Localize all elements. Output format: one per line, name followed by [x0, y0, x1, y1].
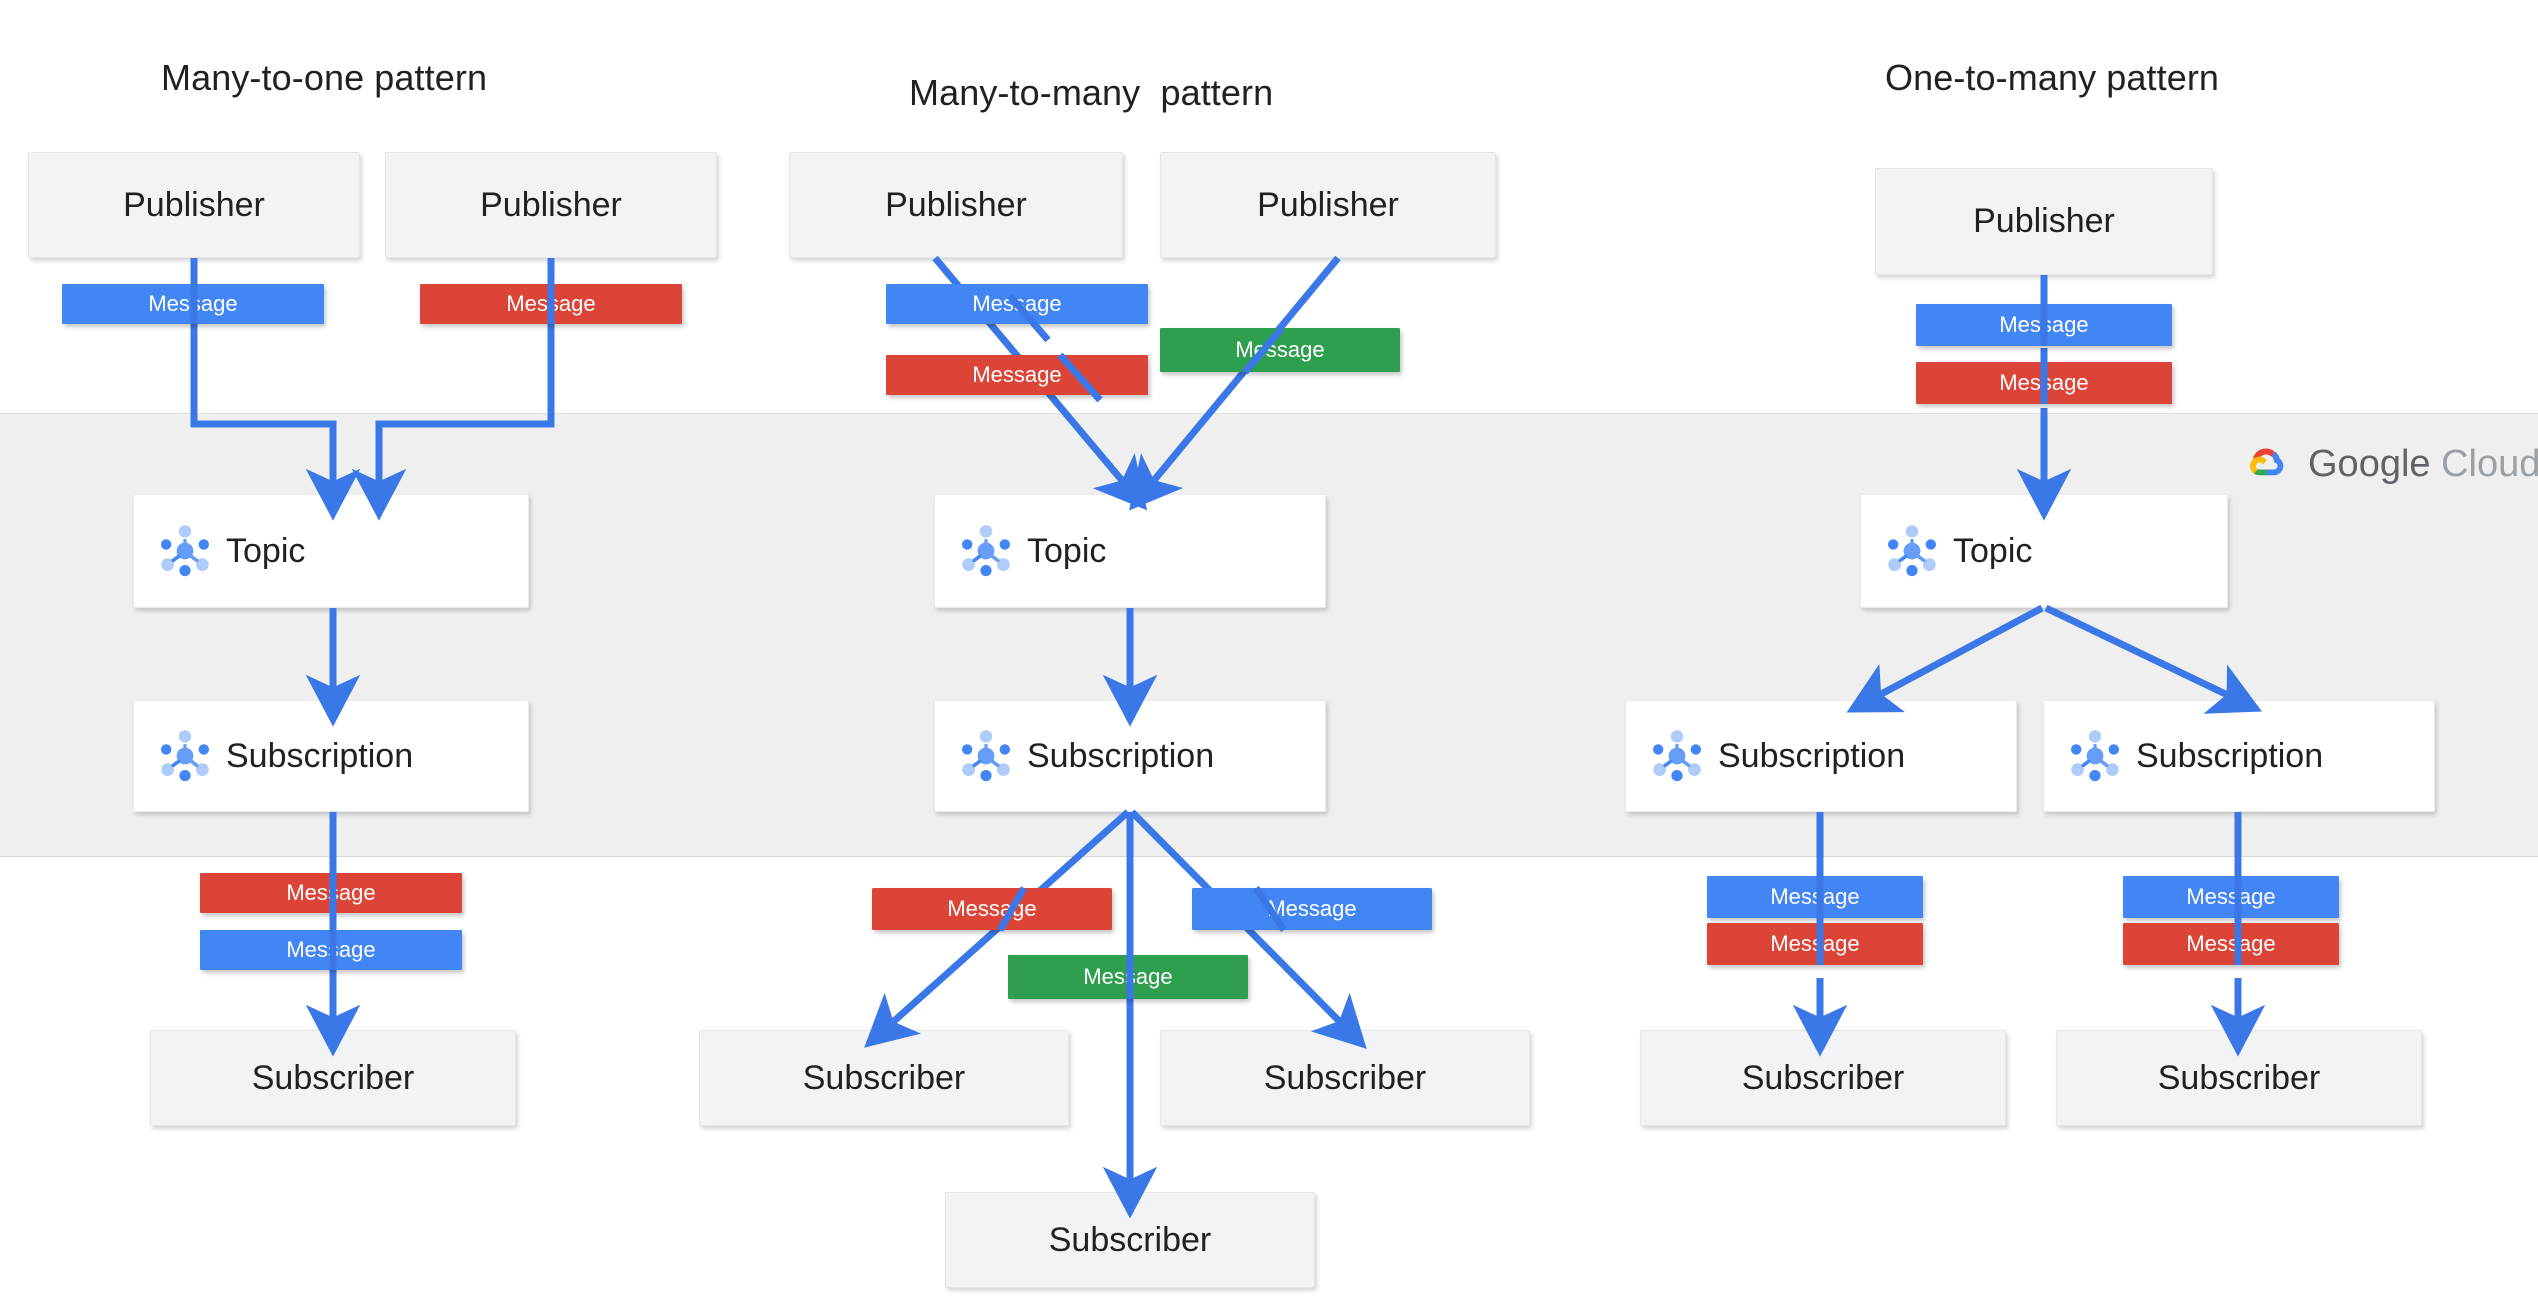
message-label: Message: [947, 896, 1037, 921]
subscriber-node[interactable]: Subscriber: [1640, 1030, 2006, 1126]
message-chip: Message: [1707, 923, 1923, 965]
node-label: Publisher: [1257, 185, 1399, 224]
node-label: Subscription: [226, 736, 414, 775]
message-chip: Message: [872, 888, 1112, 930]
pubsub-icon: [1888, 525, 1936, 577]
publisher-node[interactable]: Publisher: [385, 152, 717, 258]
message-label: Message: [972, 362, 1062, 387]
node-label: Topic: [226, 531, 306, 570]
column-title-many-to-many: Many-to-many pattern: [909, 72, 1274, 113]
message-label: Message: [972, 291, 1062, 316]
message-chip: Message: [1707, 876, 1923, 918]
message-label: Message: [2186, 931, 2276, 956]
topic-node[interactable]: Topic: [133, 494, 529, 608]
brand-google: Google: [2308, 442, 2431, 485]
message-label: Message: [1999, 312, 2089, 337]
message-label: Message: [1083, 964, 1173, 989]
message-label: Message: [1999, 370, 2089, 395]
node-label: Subscriber: [2157, 1058, 2321, 1097]
message-chip: Message: [1008, 955, 1248, 999]
message-label: Message: [286, 937, 376, 962]
google-cloud-wordmark: Google Cloud: [2308, 443, 2538, 486]
node-label: Subscriber: [1741, 1058, 1905, 1097]
google-cloud-brand-lockup: Google Cloud: [2238, 442, 2538, 486]
message-chip: Message: [200, 930, 462, 970]
topic-node[interactable]: Topic: [934, 494, 1326, 608]
pubsub-icon: [962, 525, 1010, 577]
publisher-node[interactable]: Publisher: [789, 152, 1123, 258]
message-chip: Message: [886, 284, 1148, 324]
message-label: Message: [1770, 931, 1860, 956]
message-chip: Message: [1916, 362, 2172, 404]
node-label: Subscription: [1027, 736, 1215, 775]
message-label: Message: [1235, 337, 1325, 362]
brand-cloud: Cloud: [2430, 442, 2538, 485]
pubsub-icon: [962, 730, 1010, 782]
pubsub-icon: [161, 730, 209, 782]
message-label: Message: [506, 291, 596, 316]
node-label: Publisher: [123, 185, 265, 224]
message-chip: Message: [420, 284, 682, 324]
node-label: Publisher: [1973, 202, 2115, 240]
message-label: Message: [1267, 896, 1357, 921]
subscriber-node[interactable]: Subscriber: [2056, 1030, 2422, 1126]
message-label: Message: [148, 291, 238, 316]
publisher-node[interactable]: Publisher: [1875, 168, 2213, 275]
message-chip: Message: [200, 873, 462, 913]
node-label: Topic: [1027, 531, 1107, 570]
topic-node[interactable]: Topic: [1860, 494, 2228, 608]
node-label: Publisher: [885, 185, 1027, 224]
node-label: Publisher: [480, 185, 622, 224]
subscription-node[interactable]: Subscription: [133, 700, 529, 812]
message-label: Message: [2186, 884, 2276, 909]
publisher-node[interactable]: Publisher: [28, 152, 360, 258]
node-label: Subscriber: [1263, 1058, 1427, 1097]
node-label: Subscription: [2136, 736, 2324, 775]
node-label: Topic: [1953, 531, 2033, 570]
message-chip: Message: [1192, 888, 1432, 930]
node-label: Subscriber: [802, 1058, 966, 1097]
subscriber-node[interactable]: Subscriber: [699, 1030, 1069, 1126]
message-chip: Message: [2123, 876, 2339, 918]
column-title-one-to-many: One-to-many pattern: [1885, 57, 2220, 98]
google-cloud-logo-icon: [2250, 448, 2284, 476]
subscriber-node[interactable]: Subscriber: [1160, 1030, 1530, 1126]
message-chip: Message: [1916, 304, 2172, 346]
message-chip: Message: [1160, 328, 1400, 372]
message-label: Message: [1770, 884, 1860, 909]
subscription-node[interactable]: Subscription: [1625, 700, 2017, 812]
subscription-node[interactable]: Subscription: [934, 700, 1326, 812]
node-label: Subscriber: [1048, 1220, 1212, 1259]
node-label: Subscription: [1718, 736, 1906, 775]
publisher-node[interactable]: Publisher: [1160, 152, 1496, 258]
subscriber-node[interactable]: Subscriber: [150, 1030, 516, 1126]
message-chip: Message: [62, 284, 324, 324]
node-label: Subscriber: [251, 1058, 415, 1097]
pubsub-icon: [161, 525, 209, 577]
column-title-many-to-one: Many-to-one pattern: [161, 57, 488, 98]
pubsub-icon: [2071, 730, 2119, 782]
subscription-node[interactable]: Subscription: [2043, 700, 2435, 812]
message-chip: Message: [886, 355, 1148, 395]
message-chip: Message: [2123, 923, 2339, 965]
pubsub-icon: [1653, 730, 1701, 782]
message-label: Message: [286, 880, 376, 905]
subscriber-node[interactable]: Subscriber: [945, 1192, 1315, 1288]
